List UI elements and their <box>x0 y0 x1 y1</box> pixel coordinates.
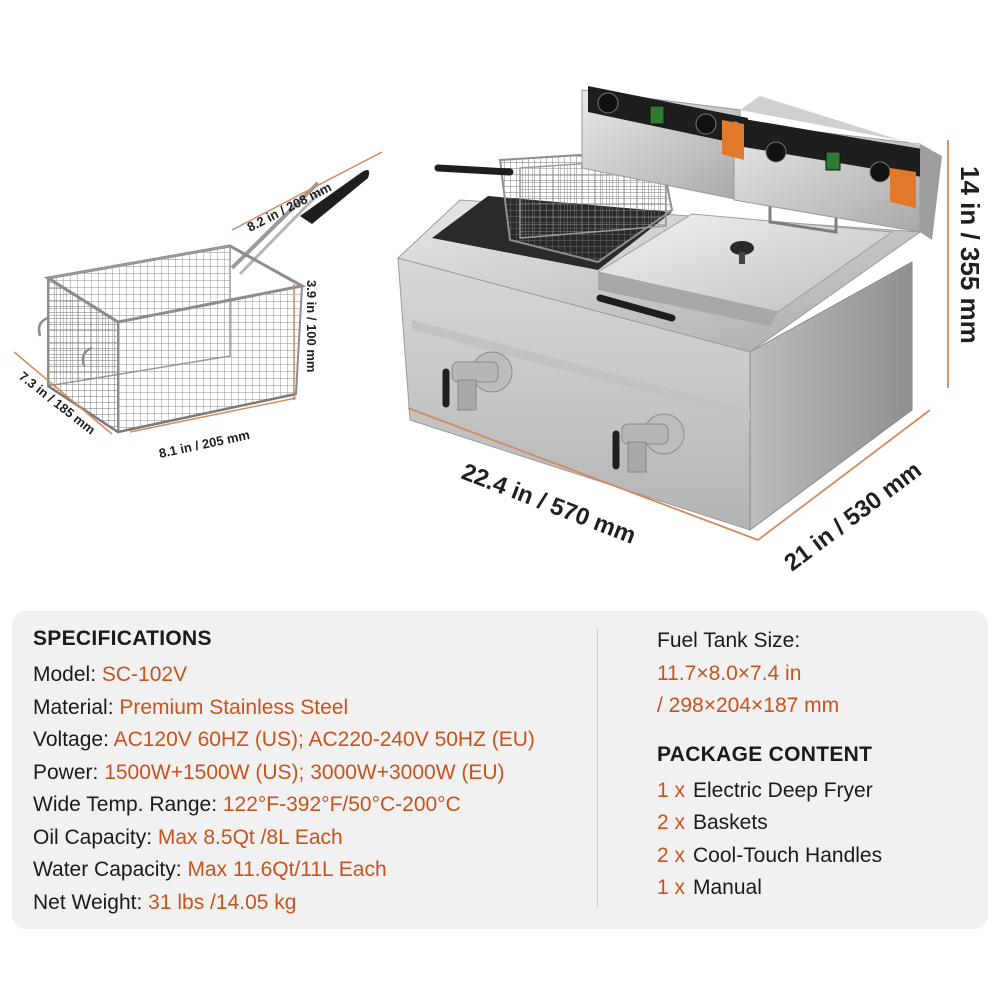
basket-width-dimension: 8.1 in / 205 mm <box>158 427 252 461</box>
package-item: 1 x Manual <box>657 872 977 905</box>
spec-row-oil-capacity: Oil Capacity: Max 8.5Qt /8L Each <box>33 822 593 855</box>
fryer-height-dimension: 14 in / 355 mm <box>955 166 985 344</box>
spec-value: 122°F-392°F/50°C-200°C <box>222 793 461 816</box>
package-content-title: PACKAGE CONTENT <box>657 742 873 766</box>
column-divider <box>597 629 598 907</box>
specifications-column: SPECIFICATIONS Model: SC-102V Material: … <box>33 625 593 919</box>
spec-label: Water Capacity: <box>33 858 188 881</box>
specifications-panel: SPECIFICATIONS Model: SC-102V Material: … <box>12 611 988 929</box>
fryer-dimension-lines <box>407 140 949 541</box>
basket-illustration <box>37 170 370 434</box>
package-item: 1 x Electric Deep Fryer <box>657 775 977 808</box>
package-item: 2 x Baskets <box>657 807 977 840</box>
drain-valve-right <box>612 413 685 473</box>
basket-dimension-lines <box>13 151 383 435</box>
spec-value: Premium Stainless Steel <box>119 695 349 719</box>
package-column: Fuel Tank Size: 11.7×8.0×7.4 in / 298×20… <box>657 625 977 905</box>
spec-label: Power: <box>33 760 105 784</box>
package-item-name: Manual <box>693 876 762 899</box>
package-qty: 1 x <box>657 876 686 899</box>
spec-value: AC120V 60HZ (US); AC220-240V 50HZ (EU) <box>113 728 535 751</box>
fuel-tank-value-metric: / 298×204×187 mm <box>657 694 840 717</box>
package-item-name: Cool-Touch Handles <box>693 843 883 867</box>
spec-row-water-capacity: Water Capacity: Max 11.6Qt/11L Each <box>33 854 593 887</box>
package-item-name: Baskets <box>693 811 768 834</box>
drain-valve-left <box>442 351 513 411</box>
spec-value: 1500W+1500W (US); 3000W+3000W (EU) <box>104 760 505 784</box>
spec-row-power: Power: 1500W+1500W (US); 3000W+3000W (EU… <box>33 757 593 790</box>
spec-label: Voltage: <box>33 728 114 751</box>
package-qty: 1 x <box>657 778 686 802</box>
spec-label: Net Weight: <box>33 890 149 914</box>
product-illustration: 8.2 in / 208 mm 3.9 in / 100 mm 7.3 in /… <box>13 86 985 577</box>
spec-label: Wide Temp. Range: <box>33 793 223 816</box>
spec-value: Max 8.5Qt /8L Each <box>157 825 343 849</box>
spec-value: 31 lbs /14.05 kg <box>148 890 297 914</box>
spec-label: Model: <box>33 663 102 686</box>
spec-value: SC-102V <box>101 663 188 686</box>
package-item-name: Electric Deep Fryer <box>693 778 873 802</box>
package-item: 2 x Cool-Touch Handles <box>657 840 977 873</box>
spec-row-material: Material: Premium Stainless Steel <box>33 692 593 725</box>
spec-row-model: Model: SC-102V <box>33 659 593 692</box>
deep-fryer-illustration <box>397 86 942 531</box>
package-qty: 2 x <box>657 843 686 867</box>
fuel-tank-label: Fuel Tank Size: <box>657 629 801 652</box>
spec-row-voltage: Voltage: AC120V 60HZ (US); AC220-240V 50… <box>33 724 593 757</box>
spec-row-net-weight: Net Weight: 31 lbs /14.05 kg <box>33 887 593 920</box>
fuel-tank-value-imperial: 11.7×8.0×7.4 in <box>657 661 802 685</box>
spec-value: Max 11.6Qt/11L Each <box>187 858 387 881</box>
basket-height-dimension: 3.9 in / 100 mm <box>304 280 319 373</box>
spec-label: Material: <box>33 695 120 719</box>
spec-row-temp-range: Wide Temp. Range: 122°F-392°F/50°C-200°C <box>33 789 593 822</box>
package-qty: 2 x <box>657 811 686 834</box>
spec-label: Oil Capacity: <box>33 825 158 849</box>
specifications-title: SPECIFICATIONS <box>33 627 212 650</box>
